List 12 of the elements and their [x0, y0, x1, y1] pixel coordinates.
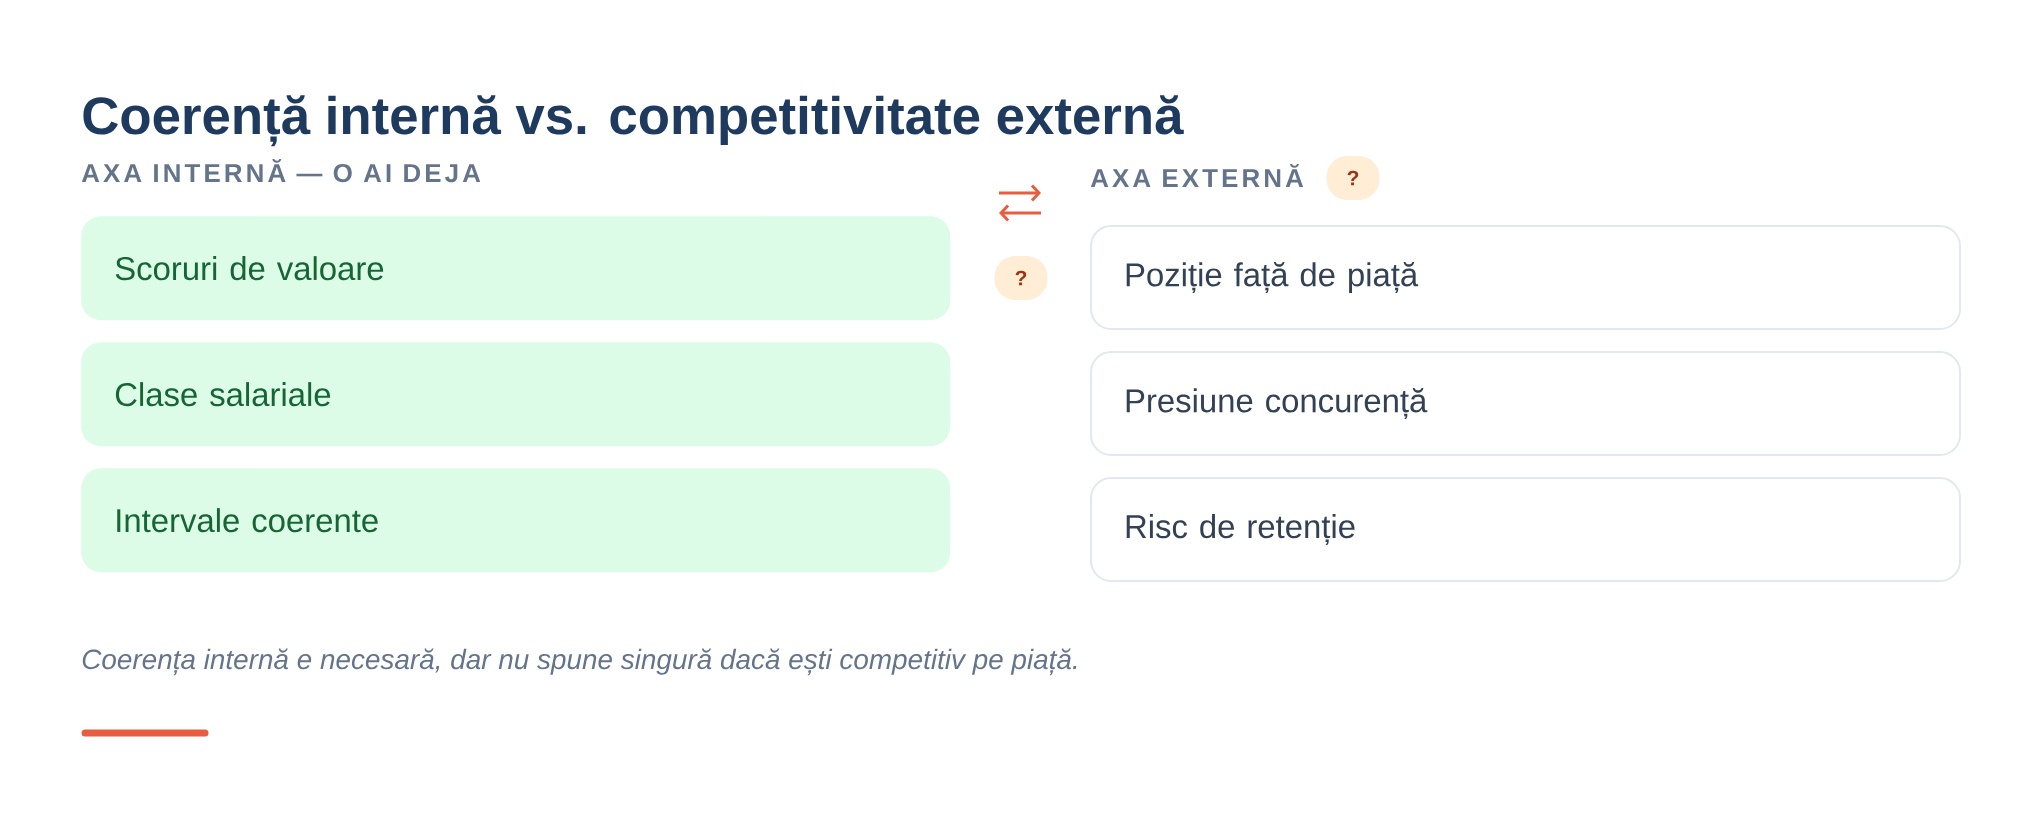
category-box: Intervale coerente [81, 468, 951, 573]
column-heading: AXA INTERNĂ — O AI DEJA [81, 159, 481, 183]
question-badge: ? [994, 256, 1048, 300]
factor-box: Presiune concurență [1090, 351, 1961, 456]
factor-box: Risc de retenție [1090, 477, 1961, 582]
category-box: Scoruri de valoare [81, 216, 951, 321]
caption: Coerența internă e necesară, dar nu spune singură dacă ești competitiv pe piață. [82, 648, 1077, 676]
column-heading: AXA EXTERNĂ [1090, 164, 1304, 187]
title: Coerență internă vs. competitivitate externă [83, 95, 1184, 147]
question-badge: ? [1326, 156, 1380, 200]
category-box: Clase salariale [81, 342, 951, 447]
factor-box: Poziție față de piață [1090, 225, 1961, 330]
